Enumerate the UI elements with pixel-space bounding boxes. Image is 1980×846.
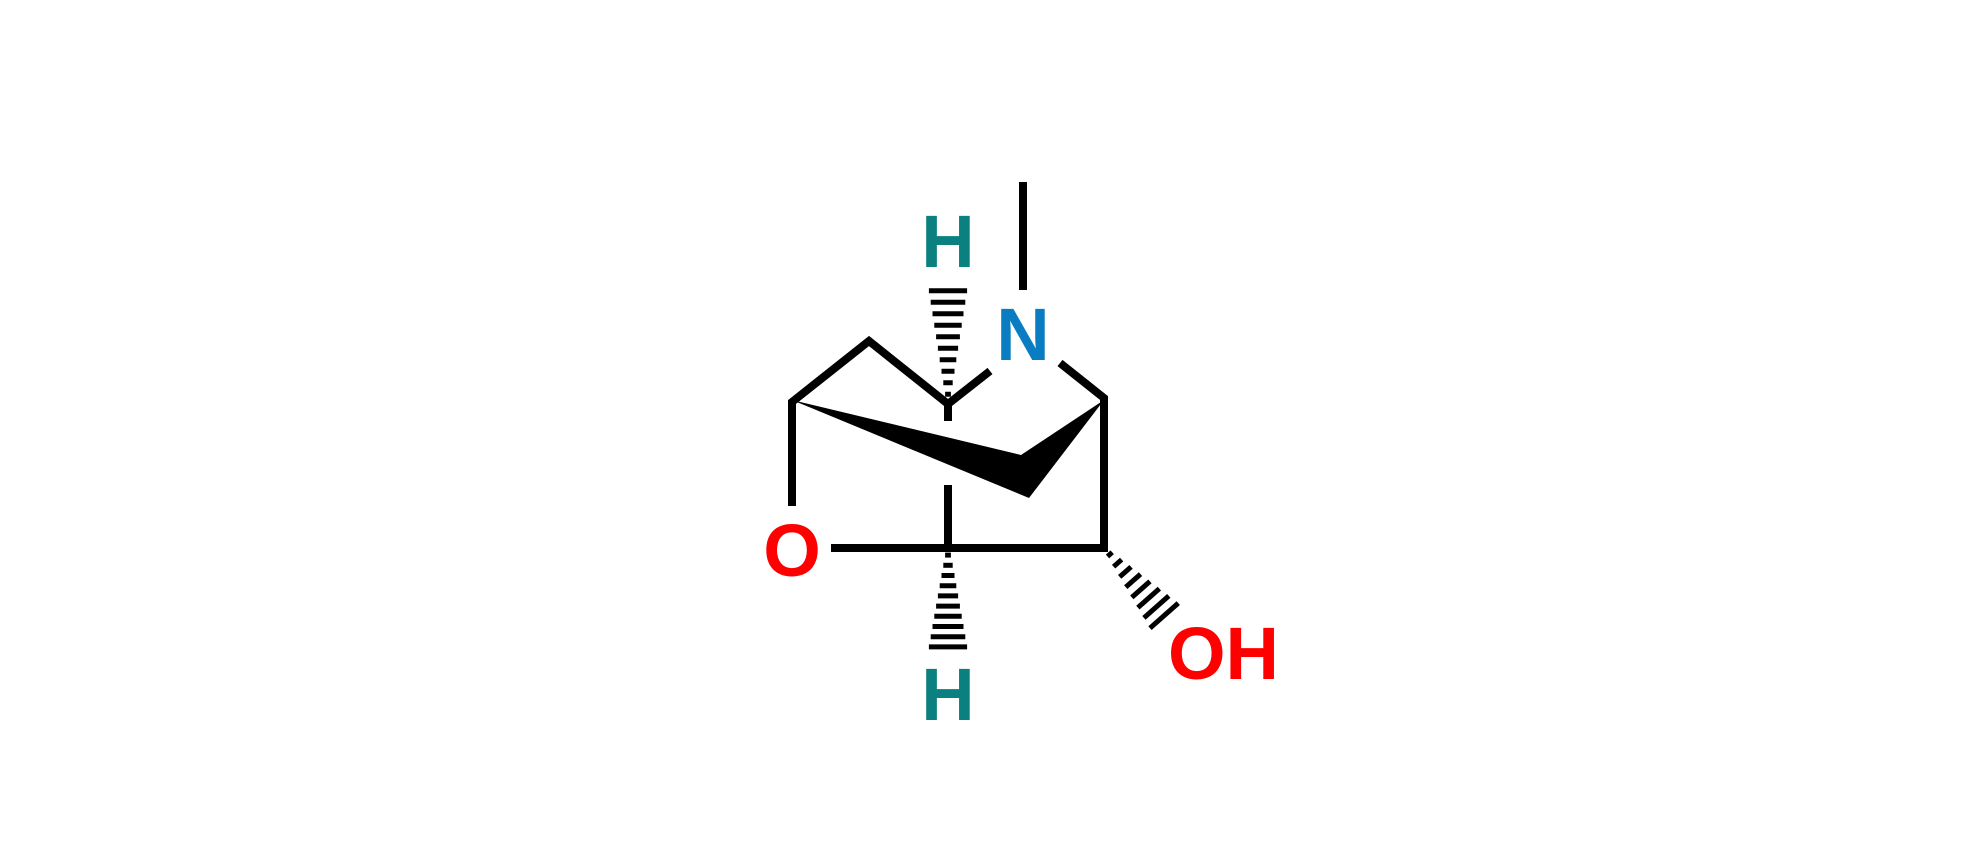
hydrogen-bottom-label: H [921, 653, 974, 736]
nitrogen-label: N [996, 293, 1049, 376]
wedge-bond [792, 400, 1104, 498]
hash-bond-oh [1136, 586, 1162, 610]
ring-oxygen-label: O [763, 509, 821, 592]
hash-bond-oh [1111, 557, 1124, 569]
hydrogen-top-label: H [921, 200, 974, 283]
hash-bond-oh [1118, 564, 1133, 579]
hashed-bonds [928, 288, 1180, 650]
hash-bond-oh [1130, 579, 1152, 600]
hash-bond-oh [1124, 572, 1143, 590]
hash-bond-oh [1148, 601, 1180, 631]
ring-bonds-left [788, 335, 993, 506]
hash-bond-oh [1105, 550, 1114, 559]
hash-bond-oh [1142, 593, 1171, 620]
hydroxyl-label: OH [1168, 612, 1279, 695]
ring-bonds-right [831, 359, 1108, 552]
